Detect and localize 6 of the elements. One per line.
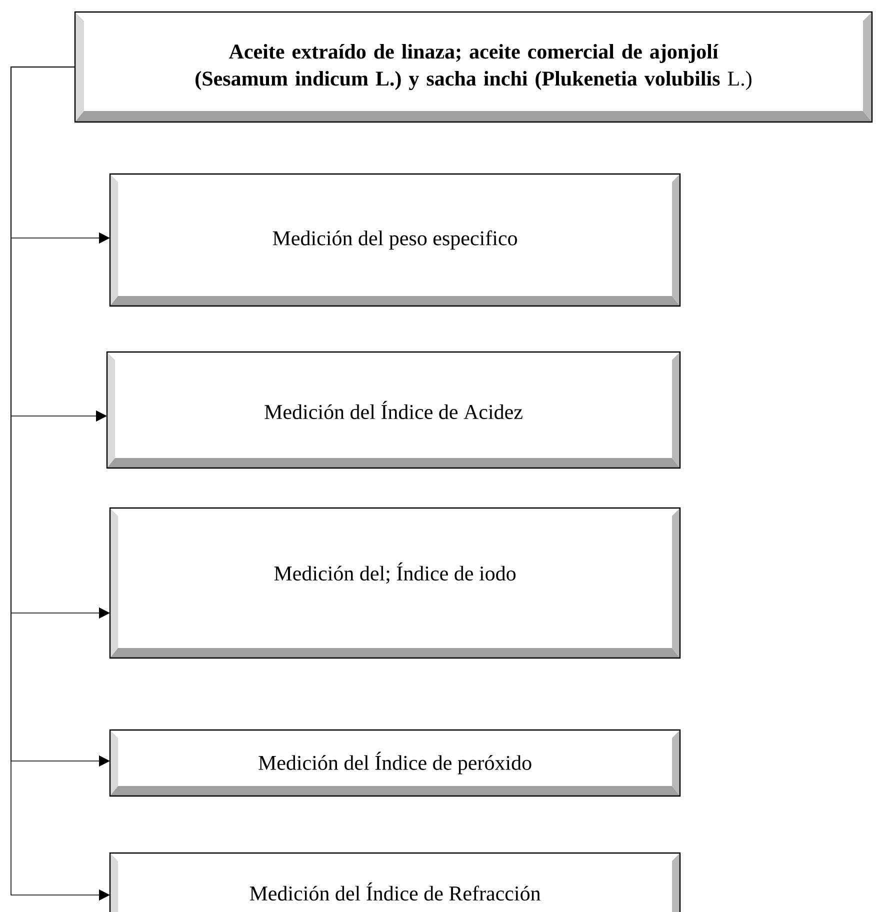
process-box: Medición del Índice de Refracción [109, 852, 681, 912]
process-box: Medición del Índice de Acidez [106, 351, 681, 469]
process-box: Medición del Índice de peróxido [109, 729, 681, 797]
process-box: Medición del; Índice de iodo [109, 507, 681, 659]
process-box: Medición del peso especifico [109, 173, 681, 307]
process-box: Aceite extraído de linaza; aceite comercial de ajonjolí (Sesamum indicum L.) y sacha inchi (Plukenetia volubilis L.) [74, 11, 873, 123]
